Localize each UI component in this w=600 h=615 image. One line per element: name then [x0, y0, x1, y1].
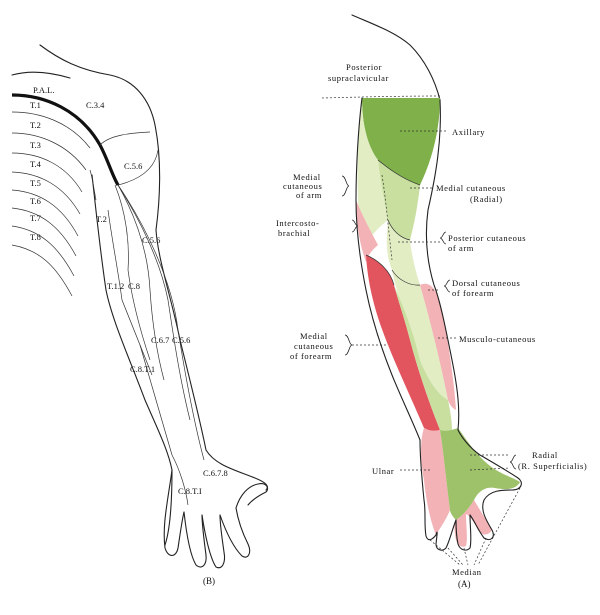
t7-boundary: [11, 225, 75, 277]
label-intercostobrachial-1: Intercosto-: [276, 218, 319, 228]
label-t3: T.3: [30, 140, 41, 150]
label-t7: T.7: [30, 213, 41, 223]
region-medial-cutaneous-forearm: [366, 255, 440, 431]
label-c8t1-hand: C.8.T.I: [178, 486, 202, 496]
label-t6: T.6: [30, 196, 41, 206]
region-radial-superficial: [440, 428, 520, 520]
label-c678: C.6.7.8: [203, 468, 228, 478]
label-posterior-cutaneous-arm-1: Posterior cutaneous: [448, 233, 526, 243]
label-c56-fore: C.5.6: [172, 335, 190, 345]
label-dorsal-cutaneous-forearm-2: of forearm: [452, 288, 494, 298]
label-c56-upper: C.5.6: [124, 161, 142, 171]
t4-boundary: [11, 171, 81, 215]
label-radial-1: Radial: [532, 450, 558, 460]
t8-boundary: [11, 244, 73, 297]
label-medial-cutaneous-forearm-1: Medial: [300, 331, 328, 341]
label-medial-cutaneous-forearm-3: of forearm: [290, 351, 332, 361]
region-posterior-cutaneous-arm: [386, 220, 420, 286]
region-median-fingers: [454, 500, 492, 547]
figure-b-segmental-arm: P.A.L. T.1 T.2 T.3 T.4 T.5 T.6 T.7 T.8 C…: [11, 44, 269, 586]
region-medial-cutaneous-arm: [357, 98, 388, 250]
region-ulnar: [421, 428, 450, 535]
label-t12: T.1.2: [107, 281, 124, 291]
region-dorsal-cutaneous-forearm: [392, 270, 448, 400]
t3-boundary: [11, 152, 83, 193]
label-dorsal-cutaneous-forearm-1: Dorsal cutaneous: [452, 278, 520, 288]
label-posterior-supraclavicular-2: supraclavicular: [328, 73, 389, 83]
label-t2: T.2: [30, 120, 41, 130]
region-intercostobrachial: [356, 200, 378, 262]
t2-boundary: [11, 132, 87, 171]
label-c56-mid: C.5.6: [142, 235, 160, 245]
t6-boundary: [11, 207, 77, 257]
posterior-axial-line: [11, 93, 120, 186]
label-pal: P.A.L.: [33, 85, 55, 95]
t1-boundary: [11, 111, 91, 149]
label-posterior-cutaneous-arm-2: of arm: [448, 243, 474, 253]
label-t4: T.4: [30, 159, 42, 169]
figure-a-peripheral-arm: Posterior supraclavicular Axillary Media…: [276, 14, 587, 589]
label-medial-cutaneous-arm-2: cutaneous: [283, 181, 322, 191]
label-musculocutaneous: Musculo-cutaneous: [459, 334, 536, 344]
label-c34: C.3.4: [86, 100, 105, 110]
region-forearm-green: [394, 285, 452, 432]
region-musculocutaneous: [420, 283, 456, 410]
label-medial-cutaneous-arm-1: Medial: [293, 172, 321, 182]
label-t5: T.5: [30, 178, 41, 188]
t5-boundary: [11, 189, 79, 237]
label-ulnar: Ulnar: [372, 466, 394, 476]
caption-b: (B): [203, 576, 215, 586]
region-axillary: [362, 98, 440, 185]
label-medial-cutaneous-forearm-2: cutaneous: [294, 341, 333, 351]
label-t2-arm: T.2: [96, 214, 107, 224]
label-t1: T.1: [30, 100, 41, 110]
label-radial-2: (R. Superficialis): [518, 461, 587, 471]
region-medial-cutaneous-radial: [378, 160, 420, 240]
label-axillary: Axillary: [452, 127, 485, 137]
label-posterior-supraclavicular-1: Posterior: [346, 62, 382, 72]
label-c67: C.6.7: [151, 335, 169, 345]
label-intercostobrachial-2: brachial: [278, 228, 310, 238]
label-medial-cutaneous-arm-3: of arm: [296, 190, 322, 200]
label-medial-cutaneous-radial-2: (Radial): [470, 194, 503, 204]
label-c8t1-fore: C.8.T.1: [130, 364, 155, 374]
label-t8: T.8: [30, 232, 41, 242]
label-medial-cutaneous-radial-1: Medial cutaneous: [436, 183, 506, 193]
label-c8-upper: C.8: [128, 281, 140, 291]
caption-a: (A): [458, 579, 471, 589]
label-median: Median: [452, 567, 482, 577]
